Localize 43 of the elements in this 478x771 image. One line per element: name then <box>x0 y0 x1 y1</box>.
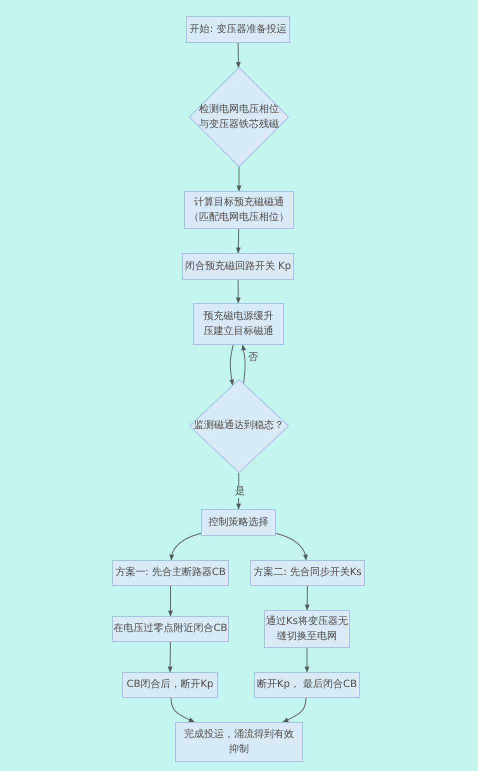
process-box <box>182 253 294 280</box>
node-text: 预充磁电源缓升压建立目标磁通 <box>202 310 274 339</box>
process-box <box>112 560 229 586</box>
node-text: 方案一: 先合主断路器CB <box>115 566 226 580</box>
arrow <box>236 280 241 304</box>
arrow <box>304 648 310 673</box>
node-text: 计算目标预充磁磁通（匹配电网电压相位） <box>188 196 290 225</box>
arrow <box>236 42 241 68</box>
arrow <box>169 532 202 561</box>
arrow <box>304 586 310 611</box>
arrow <box>276 532 308 561</box>
node-text: 开始: 变压器准备投运 <box>190 22 286 37</box>
arrow <box>282 698 307 722</box>
arrow <box>168 586 173 617</box>
node-text: 断开Kp， 最后闭合CB <box>257 678 357 692</box>
node-text: 控制策略选择 <box>208 516 268 530</box>
edge-label: 否 <box>247 352 259 364</box>
process-box <box>186 16 290 43</box>
arrow <box>170 698 195 722</box>
node-text: 在电压过零点附近闭合CB <box>114 622 228 636</box>
node-text: CB闭合后，断开Kp <box>126 678 214 692</box>
node-text: 闭合预充磁回路开关 Kp <box>184 260 292 274</box>
arrow <box>241 344 246 384</box>
arrow <box>236 472 241 510</box>
process-box <box>201 509 276 536</box>
decision-diamond <box>189 379 289 473</box>
process-box <box>175 722 303 762</box>
process-box <box>250 560 365 586</box>
node-text: 方案二: 先合同步开关Ks <box>253 566 362 580</box>
arrow <box>168 642 173 673</box>
node-text: 检测电网电压相位与变压器铁芯残磁 <box>198 102 280 132</box>
node-text: 监测磁通达到稳态？ <box>193 418 285 434</box>
arrow <box>229 344 234 386</box>
node-text: 通过Ks将变压器无缝切换至电网 <box>265 614 349 644</box>
decision-diamond <box>189 67 289 167</box>
process-box <box>122 672 218 698</box>
arrow <box>236 166 242 192</box>
process-box <box>254 672 360 698</box>
process-box <box>193 303 284 345</box>
process-box <box>112 616 229 642</box>
edge-label: 是 <box>234 486 246 498</box>
arrow <box>236 228 241 254</box>
node-text: 完成投运，涌流得到有效抑制 <box>183 728 295 757</box>
